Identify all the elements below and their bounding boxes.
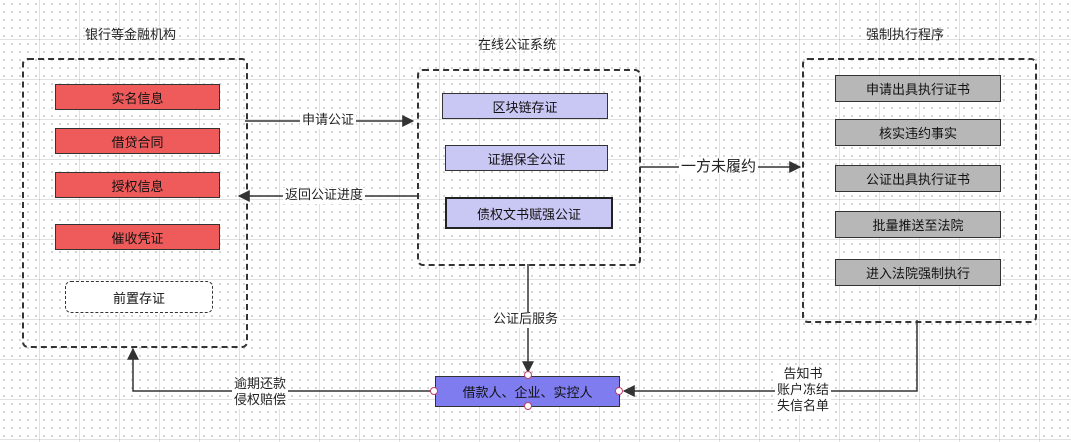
- port-bottom: [524, 402, 532, 410]
- enforce-item-apply[interactable]: 申请出具执行证书: [835, 75, 1001, 102]
- bank-group: [22, 58, 248, 348]
- label-overdue-line1: 逾期还款: [234, 377, 287, 392]
- label-notice-line3: 失信名单: [777, 399, 830, 414]
- label-overdue: 逾期还款 侵权赔偿: [232, 377, 289, 409]
- label-overdue-line2: 侵权赔偿: [234, 393, 287, 408]
- label-return-progress: 返回公证进度: [283, 188, 366, 204]
- port-top: [524, 371, 532, 379]
- enforce-item-issue[interactable]: 公证出具执行证书: [835, 165, 1001, 192]
- notary-item-blockchain[interactable]: 区块链存证: [442, 93, 608, 119]
- bank-item-loan-contract[interactable]: 借贷合同: [55, 128, 220, 154]
- bank-item-pre-deposit[interactable]: 前置存证: [65, 281, 213, 313]
- enforce-item-push[interactable]: 批量推送至法院: [835, 211, 1001, 238]
- edge-notice: [622, 320, 918, 397]
- label-notice-line2: 账户冻结: [777, 383, 830, 398]
- notary-item-debt-instrument[interactable]: 债权文书赋强公证: [445, 197, 613, 229]
- label-apply-notary: 申请公证: [300, 113, 357, 129]
- bank-item-collection[interactable]: 催收凭证: [55, 224, 220, 250]
- enforcement-group-title: 强制执行程序: [866, 28, 945, 43]
- bank-group-title: 银行等金融机构: [85, 28, 177, 43]
- borrower-node[interactable]: 借款人、企业、实控人: [435, 376, 620, 407]
- port-left: [430, 387, 438, 395]
- label-notice-line1: 告知书: [783, 367, 823, 382]
- bank-item-authorization[interactable]: 授权信息: [55, 172, 220, 198]
- label-notice: 告知书 账户冻结 失信名单: [775, 367, 832, 415]
- enforcement-group: [802, 58, 1037, 323]
- enforce-item-court[interactable]: 进入法院强制执行: [835, 259, 1001, 286]
- notary-group-title: 在线公证系统: [478, 38, 557, 53]
- notary-item-evidence[interactable]: 证据保全公证: [445, 145, 608, 171]
- label-post-service: 公证后服务: [491, 312, 561, 328]
- notary-group: [417, 69, 641, 266]
- edge-overdue: [127, 347, 432, 392]
- bank-item-realname[interactable]: 实名信息: [55, 84, 220, 110]
- label-default: 一方未履约: [679, 157, 759, 175]
- port-right: [615, 387, 623, 395]
- enforce-item-verify[interactable]: 核实违约事实: [835, 119, 1001, 146]
